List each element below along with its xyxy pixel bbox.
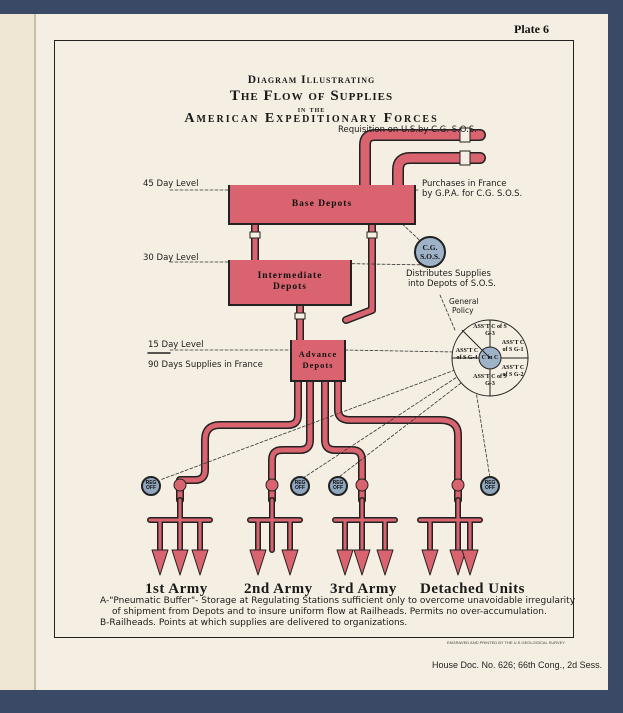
purchases-label-1: Purchases in France xyxy=(422,179,507,189)
cg-sos-badge: C.G.S.O.S. xyxy=(414,236,446,268)
reg-off-line-1: REG xyxy=(484,479,496,486)
pipe-base-to-intermediate xyxy=(251,218,376,324)
advance-label-1: Advance xyxy=(298,349,338,359)
intermediate-label-2: Depots xyxy=(273,282,307,292)
footer-citation: House Doc. No. 626; 66th Cong., 2d Sess. xyxy=(432,660,603,670)
asst-top-label: ASS'T C of S G-3 xyxy=(473,324,507,337)
valves xyxy=(249,127,471,320)
army-label-4: Detached Units xyxy=(420,581,525,597)
buffer-tanks xyxy=(173,478,465,492)
requisition-label: Requisition on U.S.by C.G. S.O.S. xyxy=(338,125,477,135)
distributes-label-1: Distributes Supplies xyxy=(406,269,491,279)
reg-off-line-1: REG xyxy=(332,479,344,486)
cg-sos-line-2: S.O.S. xyxy=(420,252,440,261)
reg-off-line-2: OFF xyxy=(333,485,343,491)
c-in-c-label: C in C xyxy=(481,355,499,361)
imprint: ENGRAVED AND PRINTED BY THE U.S.GEOLOGIC… xyxy=(447,640,566,645)
left-page-edge xyxy=(0,14,36,690)
asst-right-top-label: ASS'T C of S G-1 xyxy=(501,340,525,353)
supply-pipe-us xyxy=(359,129,486,206)
reg-off-line-1: REG xyxy=(145,479,157,486)
asst-bottom-label: ASS'T C of S G-3 xyxy=(473,374,507,387)
reg-off-line-2: OFF xyxy=(146,485,156,491)
level-15-label: 15 Day Level xyxy=(148,340,204,350)
title-line-1: Diagram Illustrating xyxy=(247,74,376,86)
railhead-funnels xyxy=(151,549,479,576)
supply-pipe-france xyxy=(392,152,486,211)
purchases-label-2: by G.P.A. for C.G. S.O.S. xyxy=(422,189,523,199)
asst-right-bottom-label: ASS'T C of S G-2 xyxy=(501,365,525,378)
intermediate-label-1: Intermediate xyxy=(257,271,323,281)
reg-off-line-1: REG xyxy=(294,479,306,486)
legend-a-line-2: of shipment from Depots and to insure un… xyxy=(112,607,547,617)
legend-a-line-1: A-"Pneumatic Buffer"- Storage at Regulat… xyxy=(100,596,576,606)
ninety-days-label: 90 Days Supplies in France xyxy=(148,360,263,370)
distributes-label-2: into Depots of S.O.S. xyxy=(408,279,496,289)
cg-sos-line-1: C.G. xyxy=(422,243,438,252)
reg-off-line-2: OFF xyxy=(295,485,305,491)
title-line-4: American Expeditionary Forces xyxy=(184,111,439,126)
army-label-1: 1st Army xyxy=(145,581,208,597)
plate-number: Plate 6 xyxy=(514,22,549,36)
level-30-label: 30 Day Level xyxy=(143,253,199,263)
legend-b-line: B-Railheads. Points at which supplies ar… xyxy=(100,618,408,628)
reg-off-line-2: OFF xyxy=(485,485,495,491)
base-depots-box: Base Depots xyxy=(228,185,416,225)
advance-label-2: Depots xyxy=(302,360,334,370)
army-label-2: 2nd Army xyxy=(244,581,313,597)
title-line-3: in the xyxy=(297,104,326,114)
pipes-to-armies xyxy=(176,378,462,504)
plate-frame xyxy=(54,40,574,638)
command-wheel xyxy=(451,319,529,397)
level-45-label: 45 Day Level xyxy=(143,179,199,189)
army-label-3: 3rd Army xyxy=(330,581,397,597)
base-depots-label: Base Depots xyxy=(291,198,353,209)
general-policy-label-1: General xyxy=(449,297,479,306)
general-policy-label-2: Policy xyxy=(452,306,474,315)
asst-left-label: ASS'T C of S G-4 xyxy=(455,348,479,361)
title-line-2: The Flow of Supplies xyxy=(229,88,394,104)
